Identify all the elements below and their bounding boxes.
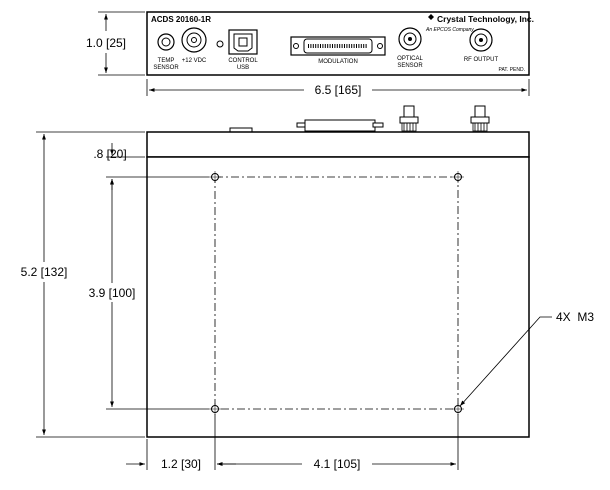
model-label: ACDS 20160-1R bbox=[151, 15, 211, 24]
height-dimension-label: 1.0 [25] bbox=[86, 36, 126, 50]
depth-dimension-label: 5.2 [132] bbox=[21, 265, 68, 279]
temp-sensor-label-1: TEMP bbox=[158, 58, 175, 64]
mounting-hole bbox=[209, 171, 221, 183]
mounting-hole bbox=[452, 403, 464, 415]
housing-body bbox=[146, 156, 530, 438]
hole-spacing-y-dimension-label: 3.9 [100] bbox=[89, 286, 136, 300]
extension-lines bbox=[36, 131, 459, 470]
front-flange bbox=[146, 131, 530, 158]
temp-sensor-label-2: SENSOR bbox=[153, 65, 179, 71]
optical-sensor-connector bbox=[398, 27, 422, 51]
hole-spacing-x-dimension: 4.1 [105] bbox=[217, 457, 456, 471]
optical-sensor-label-1: OPTICAL bbox=[397, 56, 423, 62]
hole-spacing-x-dimension-label: 4.1 [105] bbox=[314, 457, 361, 471]
brand-subtitle: An EPCOS Company bbox=[425, 27, 474, 33]
power-connector bbox=[181, 27, 207, 53]
status-led-icon bbox=[216, 40, 224, 48]
hole-callout: 4X M3 bbox=[459, 310, 594, 407]
patent-label: PAT. PEND. bbox=[499, 67, 526, 73]
usb-connector bbox=[228, 29, 258, 55]
modulation-connector bbox=[290, 36, 386, 56]
optical-sensor-label-2: SENSOR bbox=[397, 63, 423, 69]
mounting-hole bbox=[452, 171, 464, 183]
brand-logo: Crystal Technology, Inc. An EPCOS Compan… bbox=[425, 14, 534, 33]
hole-pattern bbox=[214, 176, 459, 410]
width-dimension: 6.5 [165] bbox=[146, 79, 530, 97]
height-dimension: 1.0 [25] bbox=[86, 11, 145, 76]
mounting-hole bbox=[209, 403, 221, 415]
rf-output-label: RF OUTPUT bbox=[464, 57, 499, 63]
top-view bbox=[146, 105, 530, 438]
rf-output-connector-top bbox=[470, 105, 490, 132]
depth-dimension: 5.2 [132] bbox=[21, 134, 68, 435]
modulation-label: MODULATION bbox=[318, 59, 358, 65]
front-offset-dimension-label: .8 [20] bbox=[93, 147, 126, 161]
front-panel-view: ACDS 20160-1R Crystal Technology, Inc. A… bbox=[146, 11, 534, 76]
control-label-2: USB bbox=[237, 65, 249, 71]
hole-offset-x-dimension-label: 1.2 [30] bbox=[161, 457, 201, 471]
rf-output-connector bbox=[469, 28, 493, 52]
hole-callout-label: 4X M3 bbox=[556, 310, 594, 324]
modulation-connector-top bbox=[296, 119, 384, 132]
optical-sensor-connector-top bbox=[399, 105, 419, 132]
hole-spacing-y-dimension: 3.9 [100] bbox=[89, 179, 136, 407]
control-label-1: CONTROL bbox=[228, 58, 258, 64]
brand-name: Crystal Technology, Inc. bbox=[437, 14, 534, 24]
width-dimension-label: 6.5 [165] bbox=[315, 83, 362, 97]
front-offset-dimension: .8 [20] bbox=[93, 143, 127, 190]
power-label: +12 VDC bbox=[182, 58, 207, 64]
temp-sensor-connector bbox=[157, 33, 175, 51]
